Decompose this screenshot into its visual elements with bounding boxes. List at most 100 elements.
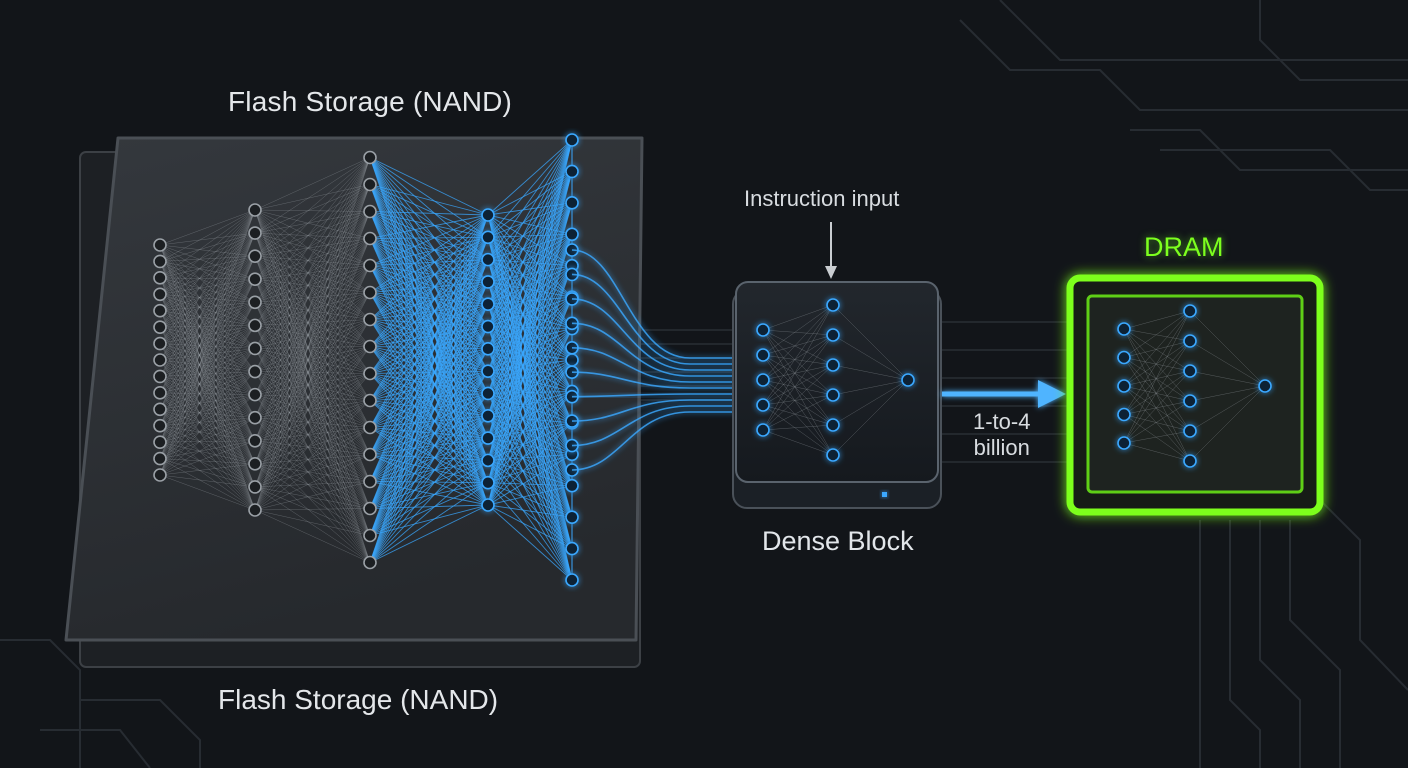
network-edge: [159, 261, 256, 488]
network-edge: [369, 504, 489, 563]
network-edge: [254, 302, 371, 401]
network-edge: [254, 265, 371, 488]
network-node: [565, 196, 579, 210]
network-edge: [159, 261, 256, 395]
network-edge: [254, 157, 371, 372]
network-edge: [487, 265, 573, 461]
network-edge: [159, 302, 256, 344]
network-edge: [159, 261, 256, 326]
network-edge: [159, 209, 256, 443]
network-edge: [159, 417, 256, 459]
network-edge: [254, 325, 371, 374]
network-edge: [254, 292, 371, 488]
network-edge: [159, 348, 256, 476]
network-edge: [254, 373, 371, 488]
network-edge: [159, 209, 256, 426]
network-edge: [159, 232, 256, 476]
network-edge: [159, 261, 256, 511]
network-edge: [254, 302, 371, 536]
network-edge: [254, 238, 371, 511]
network-edge: [369, 214, 489, 563]
network-edge: [369, 304, 489, 509]
network-edge: [1123, 370, 1191, 415]
network-edge: [762, 334, 834, 356]
network-edge: [159, 277, 256, 464]
network-edge: [254, 265, 371, 395]
network-edge: [159, 232, 256, 328]
network-edge: [1123, 328, 1191, 342]
network-edge: [254, 319, 371, 418]
network-edge: [1123, 442, 1191, 462]
network-edge: [487, 391, 573, 483]
network-edge: [487, 171, 573, 394]
network-edge: [159, 409, 256, 442]
network-node: [901, 373, 915, 387]
network-edge: [369, 214, 489, 374]
network-node: [153, 451, 167, 466]
network-edge: [1123, 414, 1191, 432]
network-edge: [159, 244, 256, 441]
network-node: [565, 227, 579, 242]
network-edge: [159, 256, 256, 459]
network-edge: [487, 234, 573, 483]
network-node: [153, 386, 167, 400]
network-edge: [159, 244, 256, 372]
network-edge: [369, 238, 489, 305]
network-node: [153, 238, 167, 252]
network-node: [481, 208, 495, 222]
network-edge: [159, 244, 256, 418]
network-edge: [159, 348, 256, 394]
network-edge: [159, 277, 256, 372]
network-edge: [1123, 385, 1191, 462]
network-node: [481, 230, 495, 245]
network-edge: [762, 379, 834, 396]
network-edge: [254, 394, 371, 455]
network-edge: [487, 202, 573, 416]
network-node: [363, 231, 377, 246]
network-edge: [487, 202, 573, 394]
network-node: [363, 420, 377, 435]
network-edge: [159, 302, 256, 476]
network-edge: [369, 259, 489, 509]
network-edge: [159, 348, 256, 361]
network-edge: [159, 376, 256, 465]
network-edge: [254, 346, 371, 395]
network-edge: [254, 348, 371, 374]
network-node: [363, 474, 377, 489]
network-edge: [254, 400, 371, 511]
network-edge: [159, 409, 256, 465]
network-edge: [159, 277, 256, 488]
network-edge: [487, 296, 573, 461]
network-node: [756, 348, 770, 362]
network-edge: [254, 325, 371, 455]
network-edge: [369, 211, 489, 305]
network-edge: [254, 394, 371, 509]
network-edge: [1123, 400, 1191, 444]
network-node: [481, 498, 495, 512]
network-edge: [487, 422, 573, 484]
network-edge: [159, 244, 256, 488]
network-edge: [1123, 357, 1191, 462]
network-node: [481, 252, 495, 267]
network-edge: [254, 232, 371, 428]
network-edge: [487, 139, 573, 416]
network-edge: [254, 209, 371, 509]
network-edge: [369, 303, 489, 482]
network-edge: [369, 304, 489, 536]
network-node: [756, 323, 770, 337]
network-edge: [487, 482, 573, 487]
network-edge: [254, 238, 371, 488]
network-node: [153, 468, 167, 482]
network-edge: [369, 259, 489, 536]
network-edge: [159, 343, 256, 418]
network-edge: [832, 304, 909, 381]
network-edge: [159, 256, 256, 476]
network-edge: [254, 325, 371, 509]
network-edge: [762, 334, 834, 381]
network-edge: [254, 292, 371, 464]
network-edge: [254, 255, 371, 320]
network-edge: [254, 279, 371, 536]
network-edge: [159, 209, 256, 459]
network-edge: [369, 265, 489, 305]
network-edge: [159, 325, 256, 443]
